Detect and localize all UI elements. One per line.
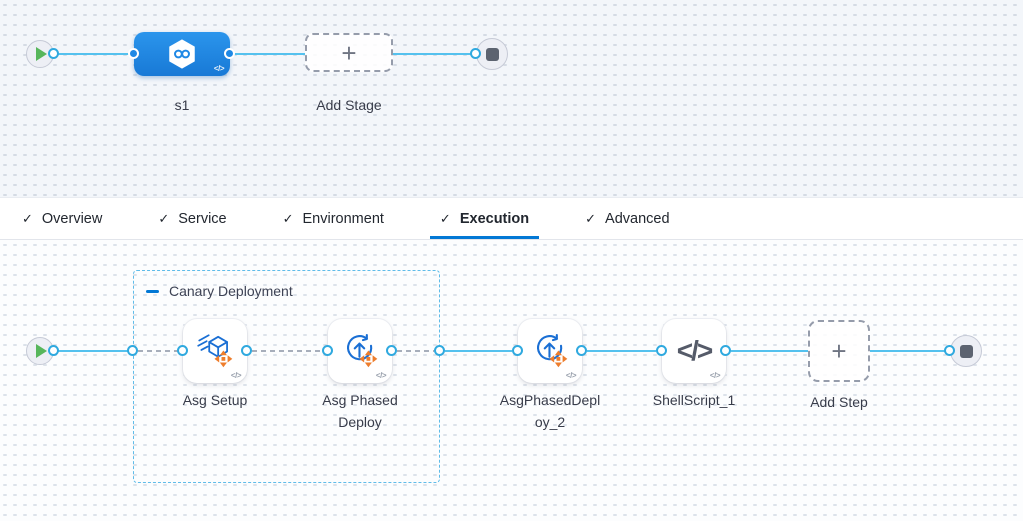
step-label-shellscript-1: ShellScript_1 [652,392,736,408]
check-icon: ✓ [158,210,170,226]
phased-deploy-circular-arrow-icon [537,333,568,368]
connector-asgsetup-to-phased [252,350,322,352]
stop-icon [485,47,499,61]
connector-start-to-stage [54,53,134,55]
phased2-in-port[interactable] [512,345,523,356]
phased-deploy-circular-arrow-icon [347,333,378,368]
connector-addstep-to-end [870,350,946,352]
shell-in-port[interactable] [656,345,667,356]
tab-service[interactable]: ✓ Service [148,198,236,239]
phased2-out-port[interactable] [576,345,587,356]
connector-addstage-to-end [393,53,475,55]
tab-label: Service [178,210,227,227]
tab-overview[interactable]: ✓ Overview [12,198,112,239]
step-code-badge-icon: </> [709,371,721,380]
asg-phased-out-port[interactable] [386,345,397,356]
step-shellscript-1[interactable]: </> </> [662,319,726,383]
stage-label: s1 [174,97,190,113]
tab-execution[interactable]: ✓ Execution [429,198,540,239]
connector-group-to-phased2 [445,350,512,352]
execution-canvas[interactable]: Canary Deployment [0,240,1023,521]
tab-label: Advanced [605,210,670,227]
asg-setup-in-port[interactable] [177,345,188,356]
cd-stage-icon [169,39,195,69]
step-label-asg-setup: Asg Setup [182,392,248,408]
connector-group-to-asgsetup [138,350,178,352]
add-step-label: Add Step [810,394,868,410]
step-code-badge-icon: </> [565,371,577,380]
collapse-minus-icon[interactable] [146,289,159,293]
step-asg-setup[interactable]: </> [183,319,247,383]
check-icon: ✓ [585,210,597,226]
shell-script-code-icon: </> [676,335,714,366]
asg-setup-out-port[interactable] [241,345,252,356]
check-icon: ✓ [22,210,33,226]
stage-in-port[interactable] [128,48,139,59]
step-code-badge-icon: </> [230,371,242,380]
add-stage-button[interactable]: + [305,33,393,72]
group-in-port[interactable] [127,345,138,356]
pipeline-end-node[interactable] [476,38,508,70]
connector-phased-to-groupout [397,350,434,352]
step-asg-phased-deploy-2[interactable]: </> [518,319,582,383]
plus-icon: + [831,336,847,366]
add-step-button[interactable]: + [808,320,870,382]
tab-advanced[interactable]: ✓ Advanced [575,198,679,239]
step-code-badge-icon: </> [375,371,387,380]
check-icon: ✓ [282,210,294,226]
connector-stage-to-addstage [230,53,305,55]
tab-label: Execution [459,210,530,227]
step-group-canary-deployment[interactable]: Canary Deployment [133,270,440,483]
stage-node-s1[interactable]: </> [134,32,230,76]
execution-end-node[interactable] [950,335,982,367]
asg-setup-cube-icon [197,334,233,368]
add-stage-label: Add Stage [316,97,382,113]
step-label-asgphaseddeploy-2: AsgPhasedDeploy_2 [499,392,601,430]
stage-canvas[interactable]: </> + s1 Add Stage [0,0,1023,197]
connector-phased2-to-shell [587,350,656,352]
step-label-asg-phased-deploy: Asg Phased Deploy [322,392,398,430]
stage-config-tabs: ✓ Overview ✓ Service ✓ Environment ✓ Exe… [0,197,1023,240]
end-in-port[interactable] [470,48,481,59]
stage-out-port[interactable] [224,48,235,59]
exec-start-out-port[interactable] [48,345,59,356]
stop-icon [959,344,973,358]
group-out-port[interactable] [434,345,445,356]
connector-start-to-group [54,350,133,352]
stage-code-badge-icon: </> [213,64,225,73]
shell-out-port[interactable] [720,345,731,356]
step-asg-phased-deploy[interactable]: </> [328,319,392,383]
step-group-header[interactable]: Canary Deployment [146,283,293,299]
start-out-port[interactable] [48,48,59,59]
asg-phased-in-port[interactable] [322,345,333,356]
step-group-title: Canary Deployment [169,283,293,299]
play-icon [36,47,47,61]
tab-environment[interactable]: ✓ Environment [273,198,394,239]
exec-end-in-port[interactable] [944,345,955,356]
tab-label: Overview [41,210,103,227]
tab-label: Environment [302,210,384,227]
play-icon [36,344,47,358]
check-icon: ✓ [439,210,451,226]
connector-shell-to-addstep [731,350,808,352]
plus-icon: + [341,37,357,68]
